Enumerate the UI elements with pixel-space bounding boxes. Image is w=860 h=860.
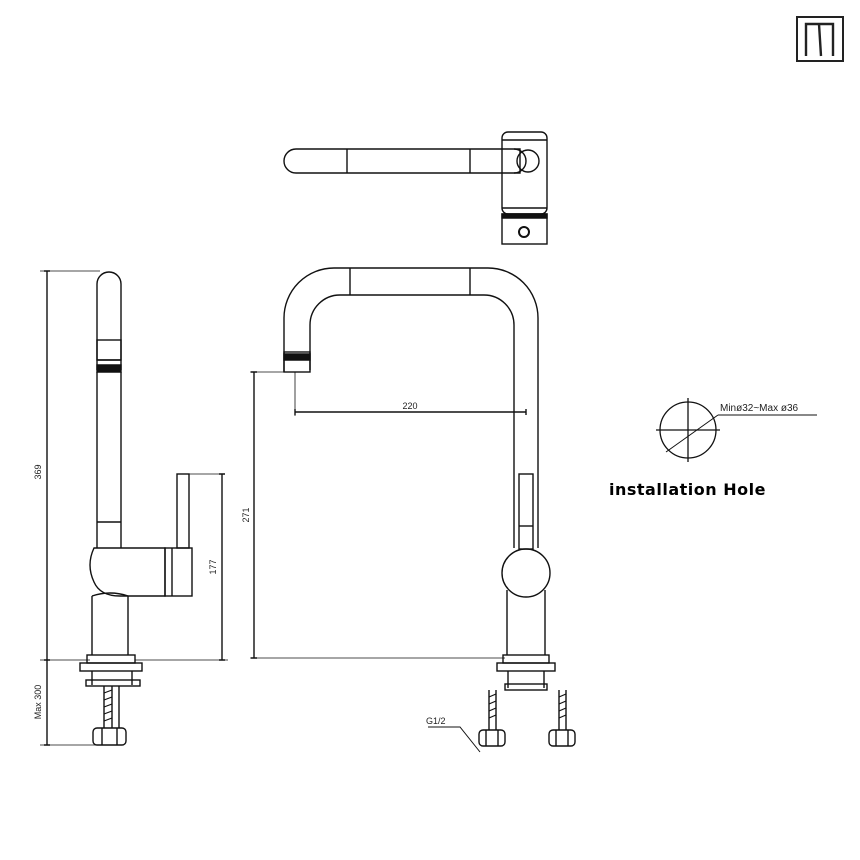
- installation-hole-symbol: [656, 398, 817, 462]
- dimension-lever-height: 177: [208, 559, 218, 574]
- dimension-spout-reach: 220: [402, 401, 417, 411]
- brand-monogram-icon: [796, 16, 844, 62]
- dimension-max-deck: Max 300: [33, 685, 43, 720]
- side-view: [40, 270, 228, 746]
- installation-hole-title: installation Hole: [609, 480, 766, 499]
- dimension-spout-height: 271: [241, 507, 251, 522]
- installation-hole-spec: Minø32~Max ø36: [720, 403, 799, 414]
- dimension-total-height: 369: [33, 464, 43, 479]
- dimension-connection: G1/2: [426, 716, 446, 726]
- front-view: [250, 267, 576, 753]
- top-view: [283, 131, 548, 245]
